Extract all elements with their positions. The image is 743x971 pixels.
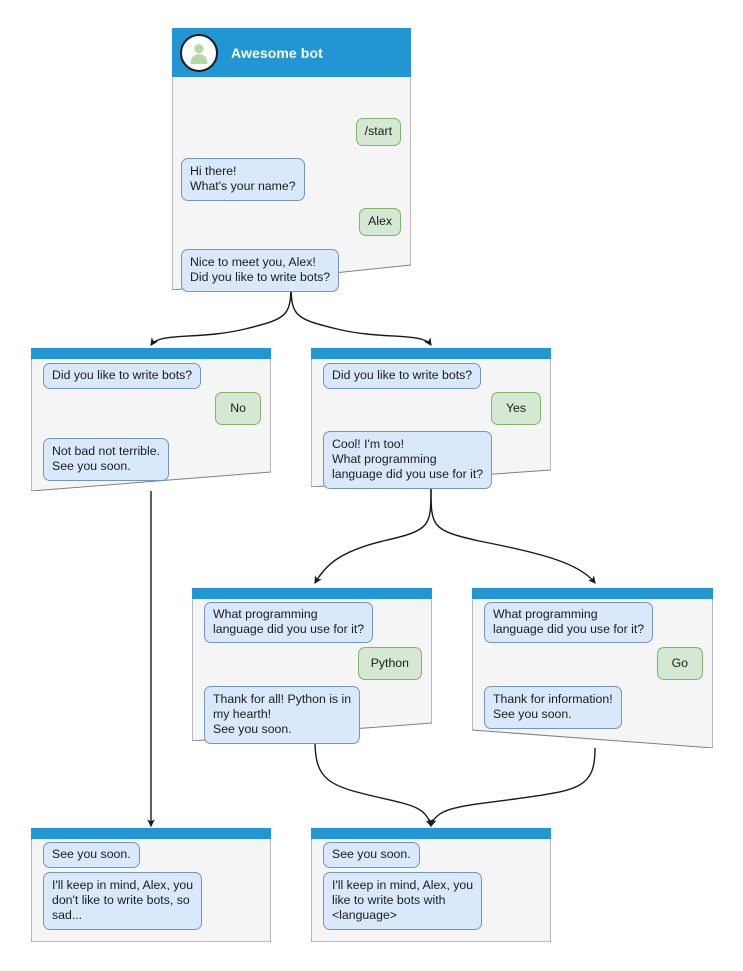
bot-message-bubble: See you soon. (323, 842, 420, 868)
node-header-bar (311, 348, 551, 359)
user-message-bubble: /start (355, 118, 401, 146)
message-row: I'll keep in mind, Alex, you don't like … (43, 872, 269, 930)
bot-message-bubble: Did you like to write bots? (323, 363, 482, 389)
node-header-bar (472, 588, 713, 599)
user-message-bubble: No (215, 392, 261, 425)
edge-python-to-end-yes (314, 740, 434, 828)
chat-node-go-branch[interactable]: What programming language did you use fo… (472, 588, 713, 748)
node-header-bar (192, 588, 432, 599)
message-row: Thank for information! See you soon. (484, 686, 711, 729)
message-row: Hi there! What's your name? (181, 158, 410, 201)
message-row: See you soon. (43, 842, 269, 868)
user-message-bubble: Go (656, 647, 703, 680)
bot-message-bubble: Cool! I'm too! What programming language… (323, 431, 493, 489)
node-header-bar (311, 828, 551, 839)
chat-node-end-yes[interactable]: See you soon. I'll keep in mind, Alex, y… (311, 828, 551, 942)
node-header-bar (31, 828, 271, 839)
message-row: Did you like to write bots? (323, 363, 549, 389)
edge-root-to-no (150, 276, 292, 346)
bot-message-bubble: Did you like to write bots? (43, 363, 202, 389)
message-row: Yes (311, 392, 541, 425)
chat-node-no-branch[interactable]: Did you like to write bots? No Not bad n… (31, 348, 271, 491)
bot-message-bubble: Thank for all! Python is in my hearth! S… (204, 686, 361, 744)
chat-node-end-no[interactable]: See you soon. I'll keep in mind, Alex, y… (31, 828, 271, 942)
node-header-root: Awesome bot (172, 28, 411, 77)
chat-node-python-branch[interactable]: What programming language did you use fo… (192, 588, 432, 744)
user-message-bubble: Alex (359, 208, 401, 236)
message-row: Not bad not terrible. See you soon. (43, 438, 269, 481)
message-row: What programming language did you use fo… (204, 602, 430, 643)
message-row: Did you like to write bots? (43, 363, 269, 389)
bot-message-bubble: Not bad not terrible. See you soon. (43, 438, 170, 481)
node-header-bar (31, 348, 271, 359)
node-title-root: Awesome bot (231, 44, 323, 61)
edge-yes-to-go (430, 486, 596, 584)
message-row: Cool! I'm too! What programming language… (323, 431, 549, 489)
user-message-bubble: Yes (490, 392, 541, 425)
bot-message-bubble: Hi there! What's your name? (181, 158, 305, 201)
edge-root-to-yes (290, 276, 432, 346)
bot-message-bubble: Nice to meet you, Alex! Did you like to … (181, 249, 340, 292)
bot-message-bubble: I'll keep in mind, Alex, you like to wri… (323, 872, 483, 930)
user-message-bubble: Python (357, 647, 422, 680)
chat-node-root[interactable]: Awesome bot /start Hi there! What's your… (172, 28, 411, 292)
message-row: Nice to meet you, Alex! Did you like to … (181, 249, 410, 292)
message-row: Thank for all! Python is in my hearth! S… (204, 686, 430, 744)
message-row: I'll keep in mind, Alex, you like to wri… (323, 872, 549, 930)
message-row: No (31, 392, 261, 425)
message-row: Go (472, 647, 703, 680)
message-row: Alex (172, 208, 401, 236)
chat-node-yes-branch[interactable]: Did you like to write bots? Yes Cool! I'… (311, 348, 551, 489)
edge-yes-to-python (314, 486, 432, 584)
bot-message-bubble: I'll keep in mind, Alex, you don't like … (43, 872, 203, 930)
message-row: See you soon. (323, 842, 549, 868)
message-row: Python (192, 647, 422, 680)
message-row: /start (172, 118, 401, 146)
message-row: What programming language did you use fo… (484, 602, 711, 643)
edge-go-to-end-yes (428, 747, 596, 828)
bot-message-bubble: What programming language did you use fo… (204, 602, 374, 643)
bot-message-bubble: See you soon. (43, 842, 140, 868)
person-avatar-icon (180, 33, 218, 72)
bot-message-bubble: Thank for information! See you soon. (484, 686, 622, 729)
bot-message-bubble: What programming language did you use fo… (484, 602, 654, 643)
